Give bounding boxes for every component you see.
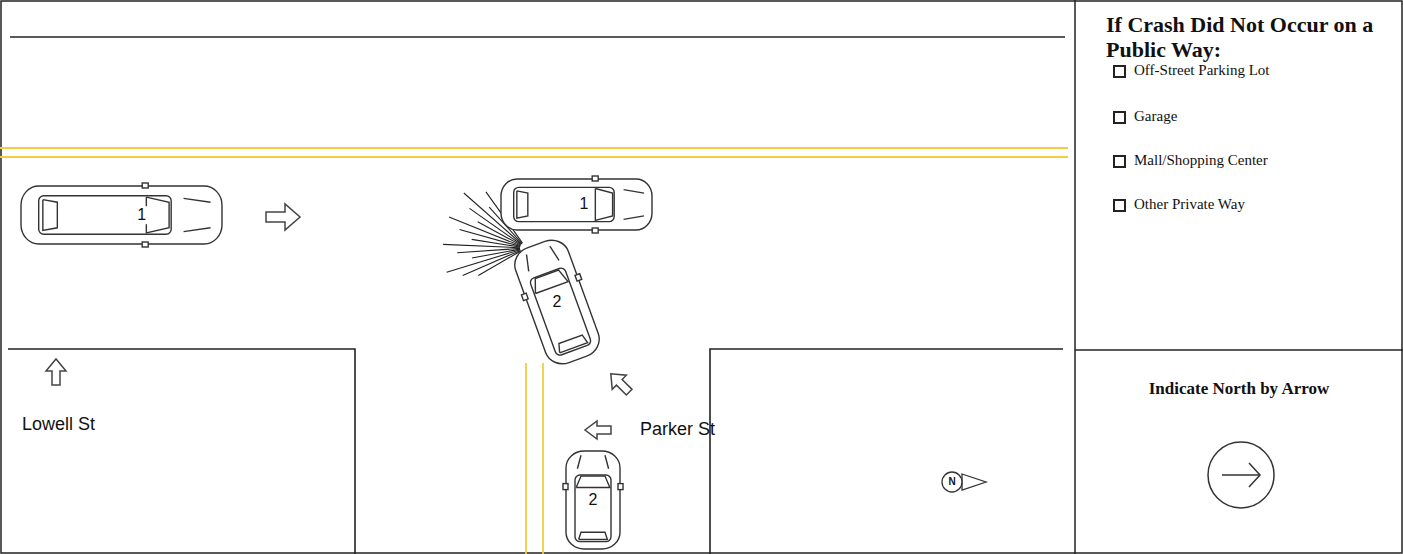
car-hood-line — [623, 215, 643, 218]
vehicle-number: 1 — [135, 206, 148, 224]
panel-divider — [1075, 349, 1403, 351]
car-mirror — [142, 242, 148, 247]
car-cabin — [38, 196, 170, 234]
north-arrow-head — [1249, 463, 1260, 487]
street-name: Parker St — [640, 419, 715, 440]
option-label: Other Private Way — [1134, 196, 1245, 213]
form-panel: If Crash Did Not Occur on a Public Way:O… — [1076, 0, 1402, 349]
option-label: Mall/Shopping Center — [1134, 152, 1268, 169]
panel-heading: Indicate North by Arrow — [1149, 379, 1330, 399]
burst-stroke — [457, 248, 520, 252]
car-body — [566, 451, 620, 549]
car-hood-line — [183, 228, 210, 232]
car-cabin — [513, 187, 613, 221]
vehicle-number: 2 — [587, 491, 600, 509]
center-line — [0, 147, 1068, 149]
compass-letter: N — [948, 477, 955, 487]
vehicle-number: 2 — [551, 293, 564, 311]
center-line — [525, 363, 527, 554]
vehicle-number: 1 — [577, 195, 590, 213]
option-label: Garage — [1134, 108, 1177, 125]
panel-divider — [1074, 0, 1076, 554]
form-panel: Indicate North by Arrow — [1076, 351, 1402, 553]
car-outline — [501, 176, 652, 233]
checkbox — [1114, 156, 1125, 167]
car-hood-line — [550, 245, 559, 262]
car-hood-line — [523, 255, 532, 272]
direction-arrow — [585, 421, 611, 439]
north-circle — [1208, 442, 1274, 508]
car-mirror — [521, 293, 528, 300]
car-mirror — [592, 228, 598, 233]
car-rear-window — [42, 200, 56, 231]
road-edge — [10, 36, 1065, 38]
car-hood-line — [605, 455, 609, 469]
car-windshield — [531, 268, 568, 293]
car-windshield — [595, 188, 612, 220]
checkboxes — [1114, 66, 1125, 211]
compass-circle — [942, 472, 962, 492]
car-body — [510, 235, 604, 369]
center-line — [542, 363, 544, 554]
direction-arrow — [266, 204, 300, 230]
vehicle: 1 — [18, 183, 225, 247]
car-hood-line — [623, 189, 643, 192]
car-outline — [507, 234, 607, 370]
road-edge — [710, 349, 1063, 554]
vehicle: 1 — [498, 176, 655, 233]
car-hood-line — [577, 455, 581, 469]
car-mirror — [142, 183, 148, 188]
center-line — [0, 156, 1068, 158]
car-rear-window — [557, 334, 588, 353]
checkbox — [1114, 66, 1125, 77]
street-name: Lowell St — [22, 414, 95, 435]
car-outline — [563, 451, 623, 549]
car-windshield — [146, 197, 169, 233]
north-indicator — [1208, 442, 1274, 508]
compass-symbol — [942, 472, 986, 492]
car-rear-window — [579, 532, 608, 539]
direction-arrow — [604, 367, 637, 400]
checkbox — [1114, 112, 1125, 123]
compass-pointer — [962, 474, 986, 490]
panel-heading: If Crash Did Not Occur on a Public Way: — [1106, 12, 1386, 63]
car-body — [21, 186, 222, 244]
road-edges — [8, 37, 1065, 554]
car-mirror — [575, 274, 582, 281]
car-body — [501, 179, 652, 230]
direction-arrow — [46, 359, 66, 385]
car-cabin — [575, 475, 611, 542]
option-label: Off-Street Parking Lot — [1134, 62, 1270, 79]
car-mirror — [563, 484, 568, 490]
vehicle: 2 — [506, 231, 608, 372]
car-drawing — [498, 176, 655, 233]
checkbox — [1114, 200, 1125, 211]
car-rear-window — [516, 190, 527, 217]
center-lines — [0, 148, 1068, 554]
car-cabin — [529, 267, 592, 357]
car-mirror — [592, 176, 598, 181]
car-drawing — [18, 183, 225, 247]
car-mirror — [618, 484, 623, 490]
car-windshield — [576, 476, 610, 487]
car-hood-line — [183, 198, 210, 202]
car-outline — [21, 183, 222, 247]
north-arrow — [1222, 474, 1259, 476]
vehicle: 2 — [563, 448, 623, 552]
road-edge — [8, 349, 355, 554]
